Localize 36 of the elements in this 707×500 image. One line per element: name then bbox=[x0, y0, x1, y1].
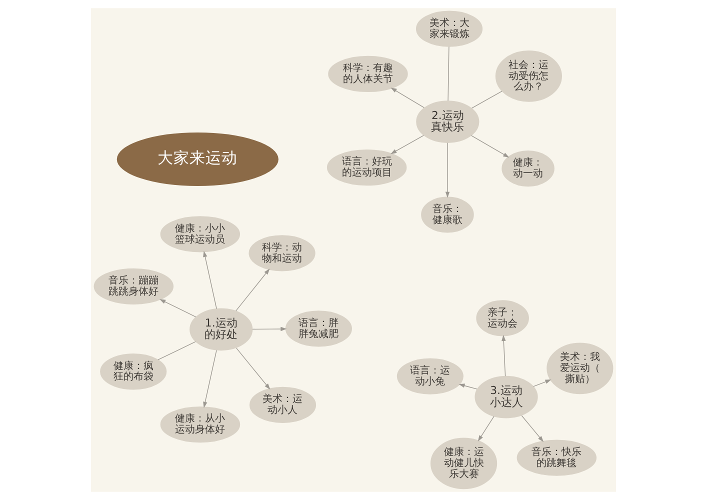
node-ellipse: 社会：运动受伤怎么办？ bbox=[495, 50, 562, 102]
arrow bbox=[533, 380, 552, 387]
node-ellipse: 音乐：健康歌 bbox=[421, 196, 474, 233]
node-ellipse: 健康：运动健儿快乐大赛 bbox=[430, 438, 498, 490]
connector bbox=[448, 46, 450, 102]
connector bbox=[471, 90, 502, 109]
arrow bbox=[458, 384, 478, 390]
node-ellipse: 美术：运动小人 bbox=[249, 386, 316, 424]
node-ellipse: 2.运动真快乐 bbox=[416, 100, 480, 143]
node-ellipse: 1.运动的好处 bbox=[190, 308, 253, 351]
arrow bbox=[521, 415, 544, 442]
arrow bbox=[236, 348, 270, 390]
arrow bbox=[159, 299, 196, 318]
node-ellipse: 健康：从小运动身体好 bbox=[160, 406, 240, 443]
node-ellipse: 美术：我爱运动（撕贴） bbox=[546, 342, 614, 394]
arrow bbox=[203, 350, 217, 408]
arrow bbox=[502, 334, 506, 376]
node-ellipse: 音乐：快乐的跳舞毯 bbox=[516, 440, 597, 476]
arrow bbox=[471, 135, 510, 158]
arrow bbox=[390, 135, 424, 154]
node-ellipse: 语言：胖胖兔减肥 bbox=[285, 310, 352, 347]
arrow bbox=[236, 268, 270, 312]
node-ellipse: 健康：小小篮球运动员 bbox=[160, 216, 240, 252]
arrow bbox=[252, 326, 287, 332]
node-ellipse: 3.运动小达人 bbox=[474, 376, 538, 418]
connector bbox=[158, 341, 196, 360]
node-ellipse: 亲子：运动会 bbox=[476, 300, 529, 336]
arrow bbox=[478, 416, 494, 442]
arrow bbox=[390, 88, 425, 108]
arrow bbox=[445, 142, 450, 198]
arrow bbox=[203, 250, 217, 310]
node-ellipse: 语言：运动小兔 bbox=[396, 358, 464, 394]
node-ellipse: 美术：大家来锻炼 bbox=[416, 10, 483, 47]
node-ellipse: 大家来运动 bbox=[116, 132, 278, 186]
node-ellipse: 健康：疯狂的布袋 bbox=[100, 354, 167, 390]
node-ellipse: 科学：动物和运动 bbox=[248, 235, 316, 272]
